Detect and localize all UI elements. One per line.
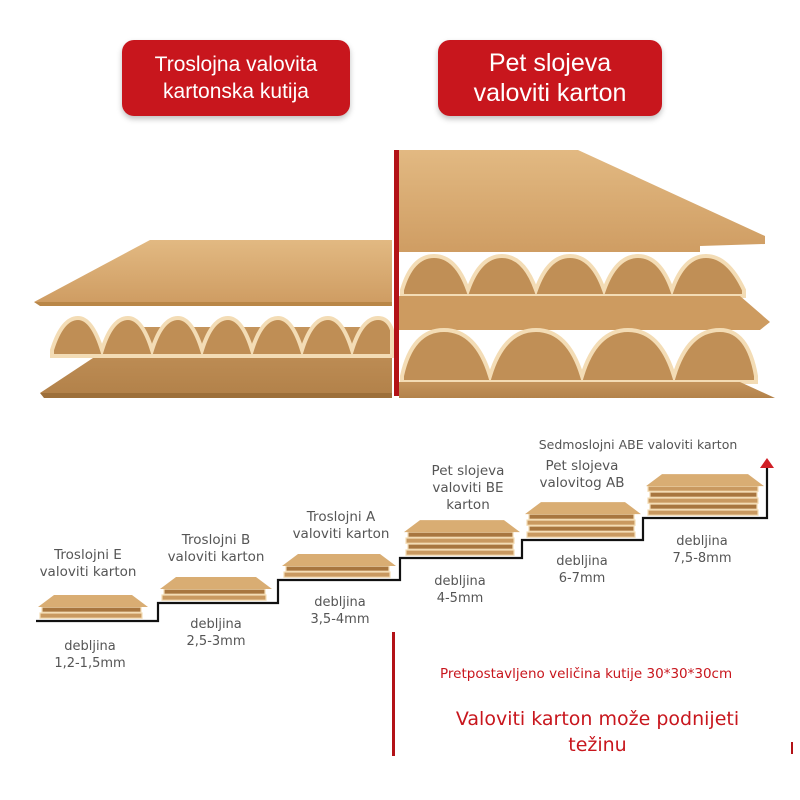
sample-stack-5	[525, 502, 641, 538]
sample-sheet	[41, 606, 142, 613]
note-divider-line	[392, 632, 395, 756]
sample-stacks	[38, 474, 764, 619]
up-arrow-icon	[760, 458, 774, 468]
box-size-note: Pretpostavljeno veličina kutije 30*30*30…	[440, 666, 733, 682]
corrugated-comparison-illustration	[34, 150, 775, 398]
step-3-thickness: debljina 3,5-4mm	[310, 595, 370, 627]
sample-sheet	[649, 503, 758, 510]
sample-top-sheet	[646, 474, 764, 487]
sample-top-sheet	[282, 554, 396, 567]
sample-top-sheet	[160, 577, 272, 590]
sample-stack-4	[404, 520, 520, 556]
five-layer-sheet-stack	[399, 150, 775, 398]
sample-sheet	[39, 612, 143, 619]
weight-capacity-note: Valoviti karton može podnijeti težinu	[455, 708, 740, 756]
sample-sheet	[285, 565, 390, 572]
sample-stack-3	[282, 554, 396, 578]
three-layer-sheet-stack	[34, 240, 394, 398]
sample-sheet	[528, 525, 635, 532]
sample-sheet	[649, 491, 758, 498]
step-5-thickness: debljina 6-7mm	[556, 554, 608, 586]
sample-sheet	[647, 485, 759, 492]
note-corner-mark	[791, 742, 793, 754]
step-5-title: Pet slojeva valovitog AB	[539, 458, 625, 491]
sample-stack-6	[646, 474, 764, 516]
five-layer-badge: Pet slojeva valoviti karton	[438, 40, 662, 116]
three-layer-badge: Troslojna valovita kartonska kutija	[122, 40, 350, 116]
sample-top-sheet	[525, 502, 641, 515]
step-1-thickness: debljina 1,2-1,5mm	[54, 639, 126, 671]
step-3-title: Troslojni A valoviti karton	[292, 509, 390, 542]
sample-top-sheet	[38, 595, 148, 608]
sample-stack-2	[160, 577, 272, 601]
sample-sheet	[163, 588, 266, 595]
step-6-title: Sedmoslojni ABE valoviti karton	[538, 437, 738, 452]
step-2-thickness: debljina 2,5-3mm	[186, 617, 246, 649]
sample-sheet	[526, 519, 636, 526]
sample-stack-1	[38, 595, 148, 619]
step-1-title: Troslojni E valoviti karton	[39, 547, 137, 580]
sample-sheet	[526, 531, 636, 538]
stair-line	[36, 466, 769, 623]
sample-top-sheet	[404, 520, 520, 533]
sample-sheet	[407, 543, 514, 550]
sample-sheet	[161, 594, 267, 601]
sample-sheet	[283, 571, 391, 578]
sample-sheet	[647, 509, 759, 516]
sample-sheet	[407, 531, 514, 538]
divider-line	[394, 150, 399, 396]
sample-sheet	[647, 497, 759, 504]
thickness-steps-illustration	[36, 458, 774, 623]
step-4-title: Pet slojeva valoviti BE karton	[431, 463, 505, 513]
sample-sheet	[405, 537, 515, 544]
sample-sheet	[528, 513, 635, 520]
step-6-thickness: debljina 7,5-8mm	[672, 534, 732, 566]
sample-sheet	[405, 549, 515, 556]
step-4-thickness: debljina 4-5mm	[434, 574, 486, 606]
step-2-title: Troslojni B valoviti karton	[167, 532, 265, 565]
